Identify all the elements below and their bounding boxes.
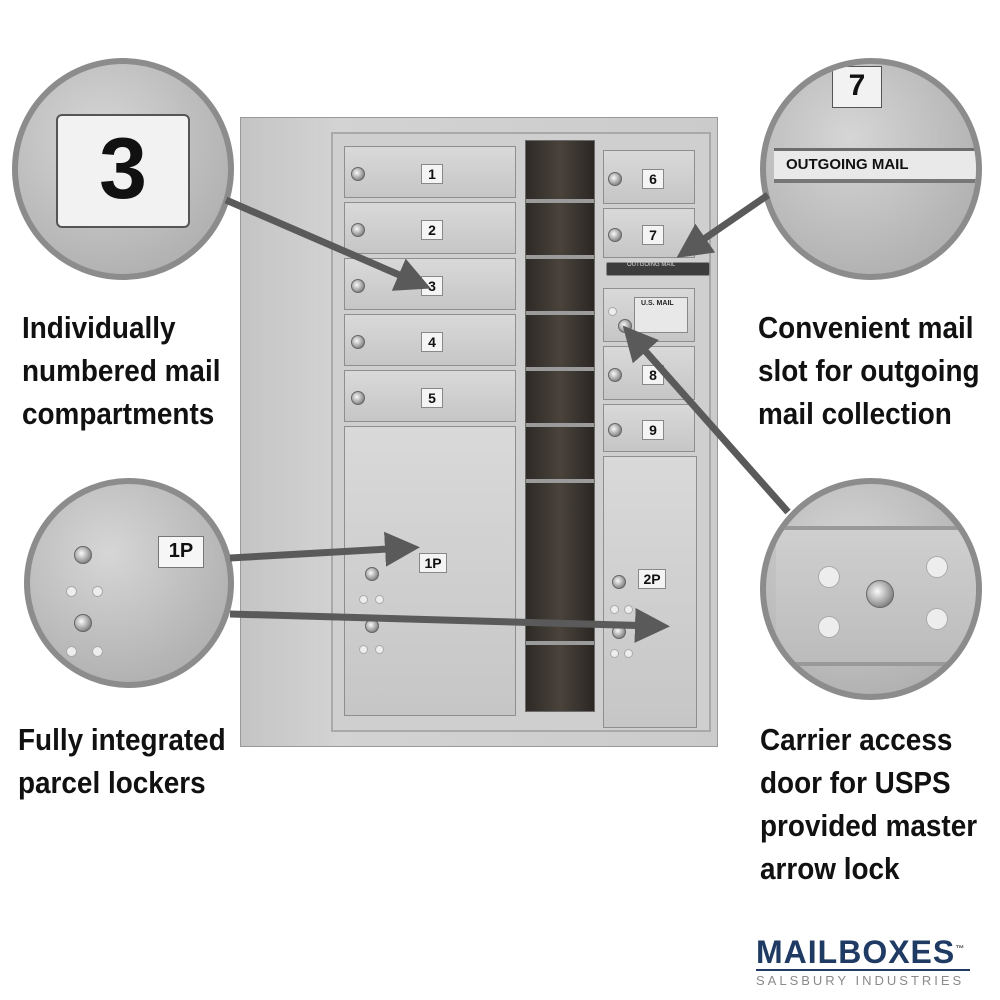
lock-icon bbox=[74, 546, 92, 564]
parcel-number: 1P bbox=[419, 553, 447, 573]
number-plate: 3 bbox=[56, 114, 190, 228]
caption-carrier-door: Carrier access door for USPS provided ma… bbox=[760, 722, 978, 886]
shelf bbox=[526, 311, 594, 315]
compartment-number: 5 bbox=[421, 388, 443, 408]
compartment-number: 6 bbox=[642, 169, 664, 189]
slot-zoom-number: 7 bbox=[848, 69, 866, 102]
compartment-number: 4 bbox=[421, 332, 443, 352]
lock-icon bbox=[351, 391, 365, 405]
rivet bbox=[610, 605, 619, 614]
parcel-zoom-number: 1P bbox=[168, 540, 194, 562]
compartment-door-1[interactable]: 1 bbox=[344, 146, 516, 198]
zoom-compartment-number: 3 bbox=[12, 58, 234, 280]
carrier-interior bbox=[525, 140, 595, 712]
caption-parcel-lockers: Fully integrated parcel lockers bbox=[18, 722, 226, 800]
rivet bbox=[624, 649, 633, 658]
rivet bbox=[66, 646, 77, 657]
compartment-number: 2 bbox=[421, 220, 443, 240]
compartment-number: 8 bbox=[642, 365, 664, 385]
compartment-door-9[interactable]: 9 bbox=[603, 404, 695, 452]
shelf bbox=[526, 255, 594, 259]
caption-outgoing-slot: Convenient mail slot for outgoing mail c… bbox=[758, 310, 980, 431]
compartment-door-8[interactable]: 8 bbox=[603, 346, 695, 400]
usps-plate-label: U.S. MAIL bbox=[641, 300, 674, 307]
brand-logo: MAILBOXES™ bbox=[756, 934, 965, 971]
slot-number-plate: 7 bbox=[832, 66, 882, 108]
lock-icon bbox=[608, 368, 622, 382]
outgoing-label-plate: OUTGOING MAIL bbox=[774, 148, 976, 183]
rivet bbox=[926, 608, 948, 630]
lock-icon bbox=[612, 625, 626, 639]
lock-icon bbox=[351, 167, 365, 181]
lock-icon bbox=[365, 619, 379, 633]
master-arrow-lock-icon bbox=[866, 580, 894, 608]
parcel-zoom-plate: 1P bbox=[158, 536, 204, 568]
parcel-locker-2p[interactable]: 2P bbox=[603, 456, 697, 728]
rivet bbox=[624, 605, 633, 614]
logo-underline bbox=[756, 969, 970, 971]
zoom-outgoing-slot: 7 OUTGOING MAIL bbox=[760, 58, 982, 280]
usps-plate: U.S. MAIL bbox=[634, 297, 688, 333]
shelf bbox=[526, 423, 594, 427]
brand-subtitle: SALSBURY INDUSTRIES bbox=[756, 973, 965, 988]
rivet bbox=[818, 616, 840, 638]
shelf bbox=[526, 641, 594, 645]
compartment-door-6[interactable]: 6 bbox=[603, 150, 695, 204]
shelf bbox=[526, 199, 594, 203]
shelf bbox=[526, 479, 594, 483]
outgoing-zoom-label: OUTGOING MAIL bbox=[786, 156, 909, 173]
lock-icon bbox=[351, 279, 365, 293]
lock-icon bbox=[608, 423, 622, 437]
lock-icon bbox=[365, 567, 379, 581]
lock-icon bbox=[612, 575, 626, 589]
zoom-carrier-lock bbox=[760, 478, 982, 700]
lock-icon bbox=[608, 228, 622, 242]
rivet bbox=[375, 645, 384, 654]
zoom-parcel-locker: 1P bbox=[24, 478, 234, 688]
lock-icon bbox=[618, 319, 632, 333]
rivet bbox=[66, 586, 77, 597]
rivet bbox=[92, 646, 103, 657]
trademark: ™ bbox=[955, 943, 966, 954]
compartment-number: 7 bbox=[642, 225, 664, 245]
caption-numbered-compartments: Individually numbered mail compartments bbox=[22, 310, 221, 431]
zoom-number: 3 bbox=[99, 121, 147, 217]
mailbox-unit: 1 2 3 4 5 1P 6 7 bbox=[240, 117, 718, 747]
rivet bbox=[375, 595, 384, 604]
rivet bbox=[608, 307, 617, 316]
parcel-locker-1p[interactable]: 1P bbox=[344, 426, 516, 716]
rivet bbox=[359, 645, 368, 654]
brand-name: MAILBOXES bbox=[756, 934, 956, 970]
compartment-door-4[interactable]: 4 bbox=[344, 314, 516, 366]
lock-icon bbox=[74, 614, 92, 632]
lock-icon bbox=[351, 223, 365, 237]
rivet bbox=[926, 556, 948, 578]
compartment-door-3[interactable]: 3 bbox=[344, 258, 516, 310]
rivet bbox=[610, 649, 619, 658]
lock-icon bbox=[351, 335, 365, 349]
compartment-door-5[interactable]: 5 bbox=[344, 370, 516, 422]
rivet bbox=[92, 586, 103, 597]
outgoing-slot-label: OUTGOING MAIL bbox=[627, 262, 676, 268]
compartment-number: 3 bbox=[421, 276, 443, 296]
compartment-door-2[interactable]: 2 bbox=[344, 202, 516, 254]
side-panel bbox=[241, 118, 317, 746]
compartment-door-usps[interactable]: U.S. MAIL bbox=[603, 288, 695, 342]
compartment-number: 1 bbox=[421, 164, 443, 184]
outgoing-mail-slot[interactable]: OUTGOING MAIL bbox=[606, 262, 710, 276]
compartment-door-7[interactable]: 7 bbox=[603, 208, 695, 258]
compartment-number: 9 bbox=[642, 420, 664, 440]
parcel-number: 2P bbox=[638, 569, 666, 589]
lock-icon bbox=[608, 172, 622, 186]
shelf bbox=[526, 367, 594, 371]
rivet bbox=[359, 595, 368, 604]
rivet bbox=[818, 566, 840, 588]
